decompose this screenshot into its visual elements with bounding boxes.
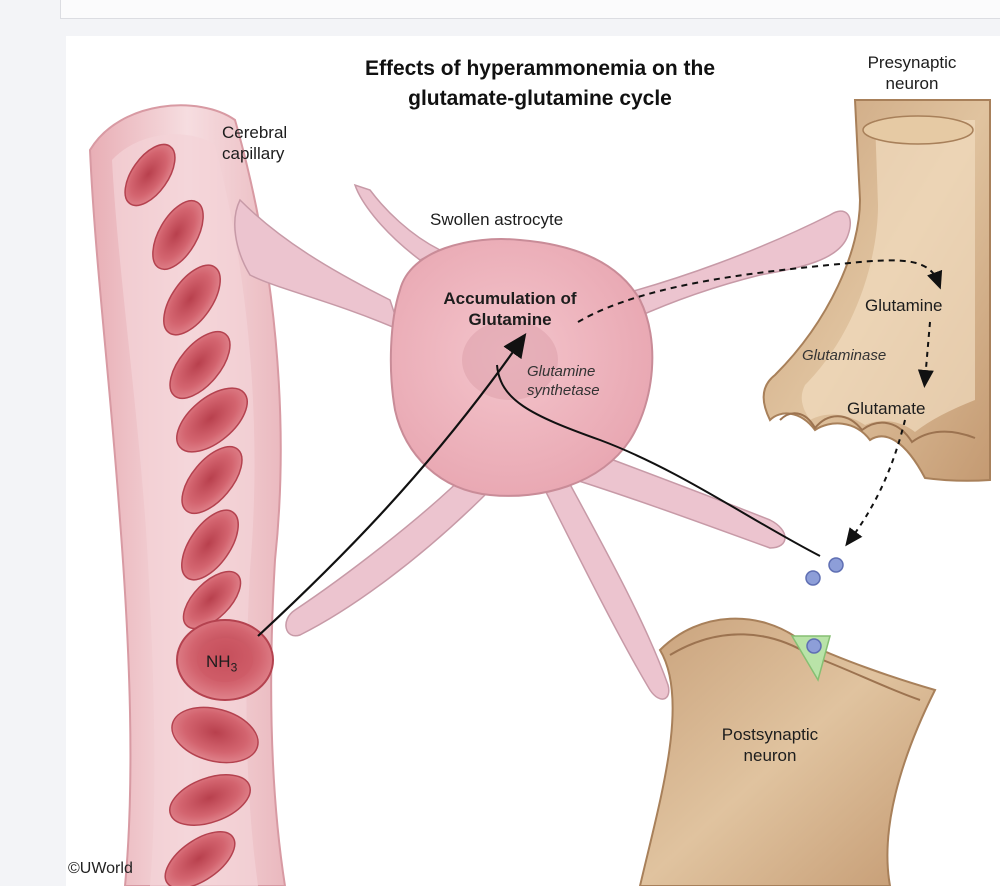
swollen-astrocyte-label: Swollen astrocyte (430, 210, 564, 229)
postsynaptic-neuron-label: Postsynaptic neuron (721, 725, 819, 765)
nh3-label: NH3 (206, 652, 238, 675)
glutamine-synthetase-label: Glutamine synthetase (527, 363, 600, 399)
glutaminase-label: Glutaminase (802, 347, 887, 364)
glutamate-label: Glutamate (847, 399, 926, 418)
page-header-strip (60, 0, 1000, 19)
cerebral-capillary-label: Cerebral capillary (222, 123, 288, 163)
red-blood-cells (124, 143, 274, 886)
glutamine-label: Glutamine (865, 296, 943, 315)
title-line-1: Effects of hyperammonemia on the (364, 57, 716, 80)
title-line-2: glutamate-glutamine cycle (408, 87, 672, 110)
copyright-credit: ©UWorld (68, 860, 133, 877)
glutamate-release-arrow (845, 419, 906, 547)
diagram-title: Effects of hyperammonemia on the glutama… (240, 54, 840, 114)
glutamate-molecules (805, 557, 844, 586)
presynaptic-neuron (762, 99, 991, 482)
glutamine-export-arrow (577, 259, 943, 323)
nh3-uptake-arrow (257, 333, 527, 637)
glutamate-uptake-line (496, 364, 821, 557)
glutamate-receptor (790, 635, 831, 682)
swollen-astrocyte (234, 183, 851, 700)
accumulation-of-glutamine-label: Accumulation of Glutamine (443, 289, 577, 329)
presynaptic-neuron-label: Presynaptic neuron (867, 53, 957, 93)
